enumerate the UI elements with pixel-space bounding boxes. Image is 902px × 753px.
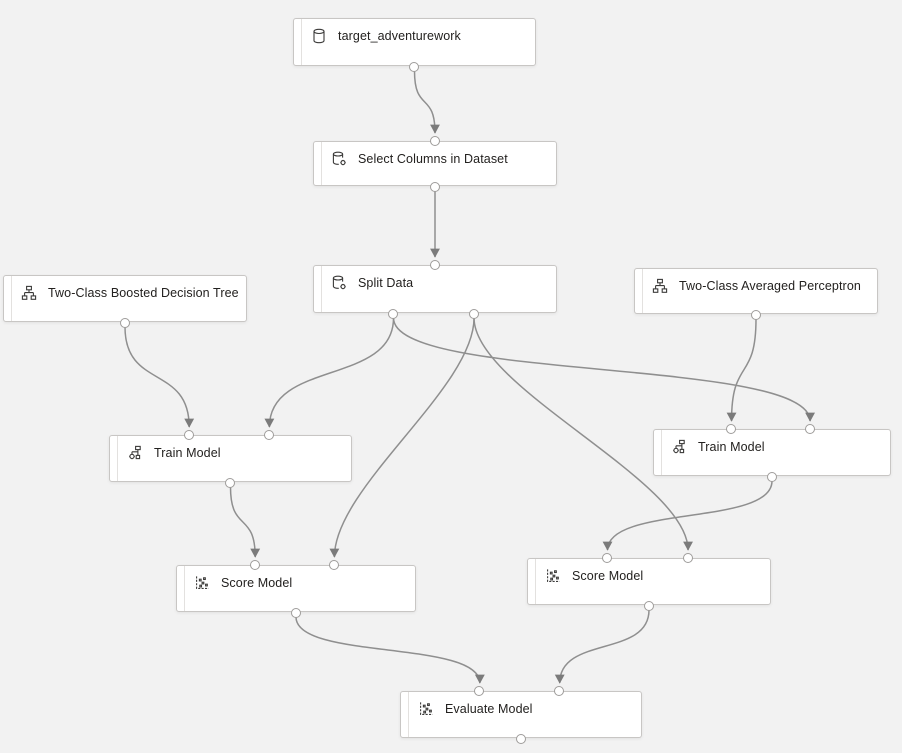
node-train-model-right[interactable]: Train Model (653, 423, 891, 482)
input-port[interactable] (183, 429, 194, 440)
node-label: Select Columns in Dataset (358, 152, 508, 166)
node-label: Score Model (221, 576, 293, 590)
edge-split-data-to-score-model-left[interactable] (329, 317, 475, 558)
edge-train-model-right-to-score-model-right[interactable] (602, 480, 773, 551)
node-accent-line (117, 436, 118, 481)
node-accent-line (11, 276, 12, 321)
node-header: target_adventurework (294, 19, 535, 44)
node-split-data[interactable]: Split Data (313, 259, 557, 319)
node-averaged-perceptron[interactable]: Two-Class Averaged Perceptron (634, 268, 878, 320)
edge-split-data-to-score-model-right[interactable] (473, 317, 693, 551)
input-port[interactable] (602, 552, 613, 563)
node-boosted-decision-tree[interactable]: Two-Class Boosted Decision Tree (3, 275, 247, 328)
edge-boosted-decision-tree-to-train-model-left[interactable] (124, 326, 195, 428)
edge-score-model-left-to-evaluate-model[interactable] (295, 616, 485, 684)
output-port[interactable] (225, 477, 235, 488)
input-port[interactable] (554, 685, 565, 696)
node-select-columns[interactable]: Select Columns in Dataset (313, 135, 557, 192)
node-header: Train Model (654, 430, 890, 455)
output-port[interactable] (515, 733, 526, 744)
output-port[interactable] (388, 308, 399, 319)
input-port[interactable] (249, 559, 260, 570)
output-port[interactable] (429, 181, 440, 192)
database-gear-icon (331, 151, 347, 167)
input-port[interactable] (429, 135, 440, 146)
node-header: Score Model (177, 566, 415, 591)
node-accent-line (642, 269, 643, 313)
node-header: Evaluate Model (401, 692, 641, 717)
node-label: Split Data (358, 276, 414, 290)
node-evaluate-model[interactable]: Evaluate Model (400, 685, 642, 744)
input-port[interactable] (474, 685, 485, 696)
node-label: Two-Class Boosted Decision Tree (48, 286, 239, 300)
node-score-model-left[interactable]: Score Model (176, 559, 416, 618)
output-port[interactable] (468, 308, 479, 319)
node-label: Train Model (154, 446, 221, 460)
node-label: Score Model (572, 569, 644, 583)
node-accent-line (321, 142, 322, 185)
node-accent-line (408, 692, 409, 737)
scatter-icon (545, 568, 561, 584)
node-header: Score Model (528, 559, 770, 584)
node-label: Train Model (698, 440, 765, 454)
database-icon (311, 28, 327, 44)
node-header: Train Model (110, 436, 351, 461)
input-port[interactable] (726, 423, 737, 434)
input-port[interactable] (429, 259, 440, 270)
node-dataset[interactable]: target_adventurework (293, 18, 536, 72)
train-icon (671, 439, 687, 455)
hierarchy-icon (652, 278, 668, 294)
input-port[interactable] (682, 552, 693, 563)
edge-averaged-perceptron-to-train-model-right[interactable] (726, 318, 757, 422)
scatter-icon (418, 701, 434, 717)
edge-train-model-left-to-score-model-left[interactable] (229, 486, 261, 558)
node-header: Select Columns in Dataset (314, 142, 556, 167)
node-accent-line (535, 559, 536, 604)
node-train-model-left[interactable]: Train Model (109, 429, 352, 488)
output-port[interactable] (643, 600, 654, 611)
node-label: Evaluate Model (445, 702, 533, 716)
node-header: Two-Class Boosted Decision Tree (4, 276, 246, 301)
node-header: Two-Class Averaged Perceptron (635, 269, 877, 294)
input-port[interactable] (804, 423, 815, 434)
node-header: Split Data (314, 266, 556, 291)
output-port[interactable] (766, 471, 777, 482)
edge-split-data-to-train-model-right[interactable] (392, 317, 815, 422)
output-port[interactable] (750, 309, 761, 320)
node-accent-line (184, 566, 185, 611)
output-port[interactable] (290, 607, 301, 618)
node-accent-line (301, 19, 302, 65)
output-port[interactable] (119, 317, 130, 328)
database-gear-icon (331, 275, 347, 291)
edge-split-data-to-train-model-left[interactable] (264, 317, 395, 428)
train-icon (127, 445, 143, 461)
node-score-model-right[interactable]: Score Model (527, 552, 771, 611)
scatter-icon (194, 575, 210, 591)
hierarchy-icon (21, 285, 37, 301)
output-port[interactable] (409, 61, 419, 72)
node-label: target_adventurework (338, 29, 461, 43)
node-accent-line (321, 266, 322, 312)
input-port[interactable] (328, 559, 339, 570)
edge-dataset-to-select-columns[interactable] (413, 70, 440, 134)
node-label: Two-Class Averaged Perceptron (679, 279, 861, 293)
input-port[interactable] (263, 429, 274, 440)
edge-score-model-right-to-evaluate-model[interactable] (554, 609, 650, 684)
node-accent-line (661, 430, 662, 475)
